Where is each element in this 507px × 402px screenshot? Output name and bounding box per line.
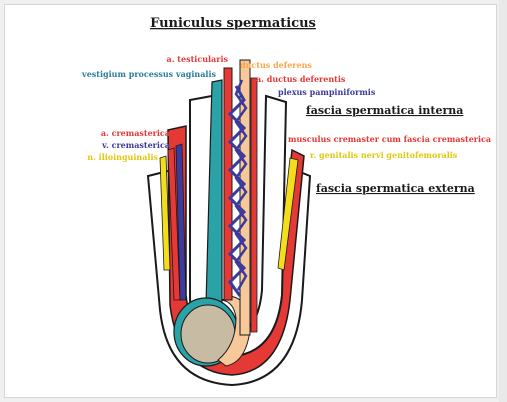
label-v-cremasterica: v. cremasterica [101,140,170,150]
label-r-genitalis: r. genitalis nervi genitofemoralis [310,150,458,160]
label-a-cremasterica: a. cremasterica [101,128,170,138]
a-ductus-deferentis-vessel [251,78,257,332]
label-plexus-pampiniformis: plexus pampiniformis [278,87,376,97]
label-musculus-cremaster: musculus cremaster cum fascia cremasteri… [288,134,491,144]
diagram-title: Funiculus spermaticus [150,16,316,31]
label-ductus-deferens: ductus deferens [240,60,312,70]
label-a-ductus-deferentis: a. ductus deferentis [256,74,346,84]
label-fascia-interna: fascia spermatica interna [306,104,463,117]
label-vestigium: vestigium processus vaginalis [81,69,216,79]
a-testicularis-vessel [224,68,232,300]
label-a-testicularis: a. testicularis [167,54,229,64]
label-n-ilioinguinalis: n. ilioinguinalis [87,152,158,162]
label-fascia-externa: fascia spermatica externa [316,182,475,195]
